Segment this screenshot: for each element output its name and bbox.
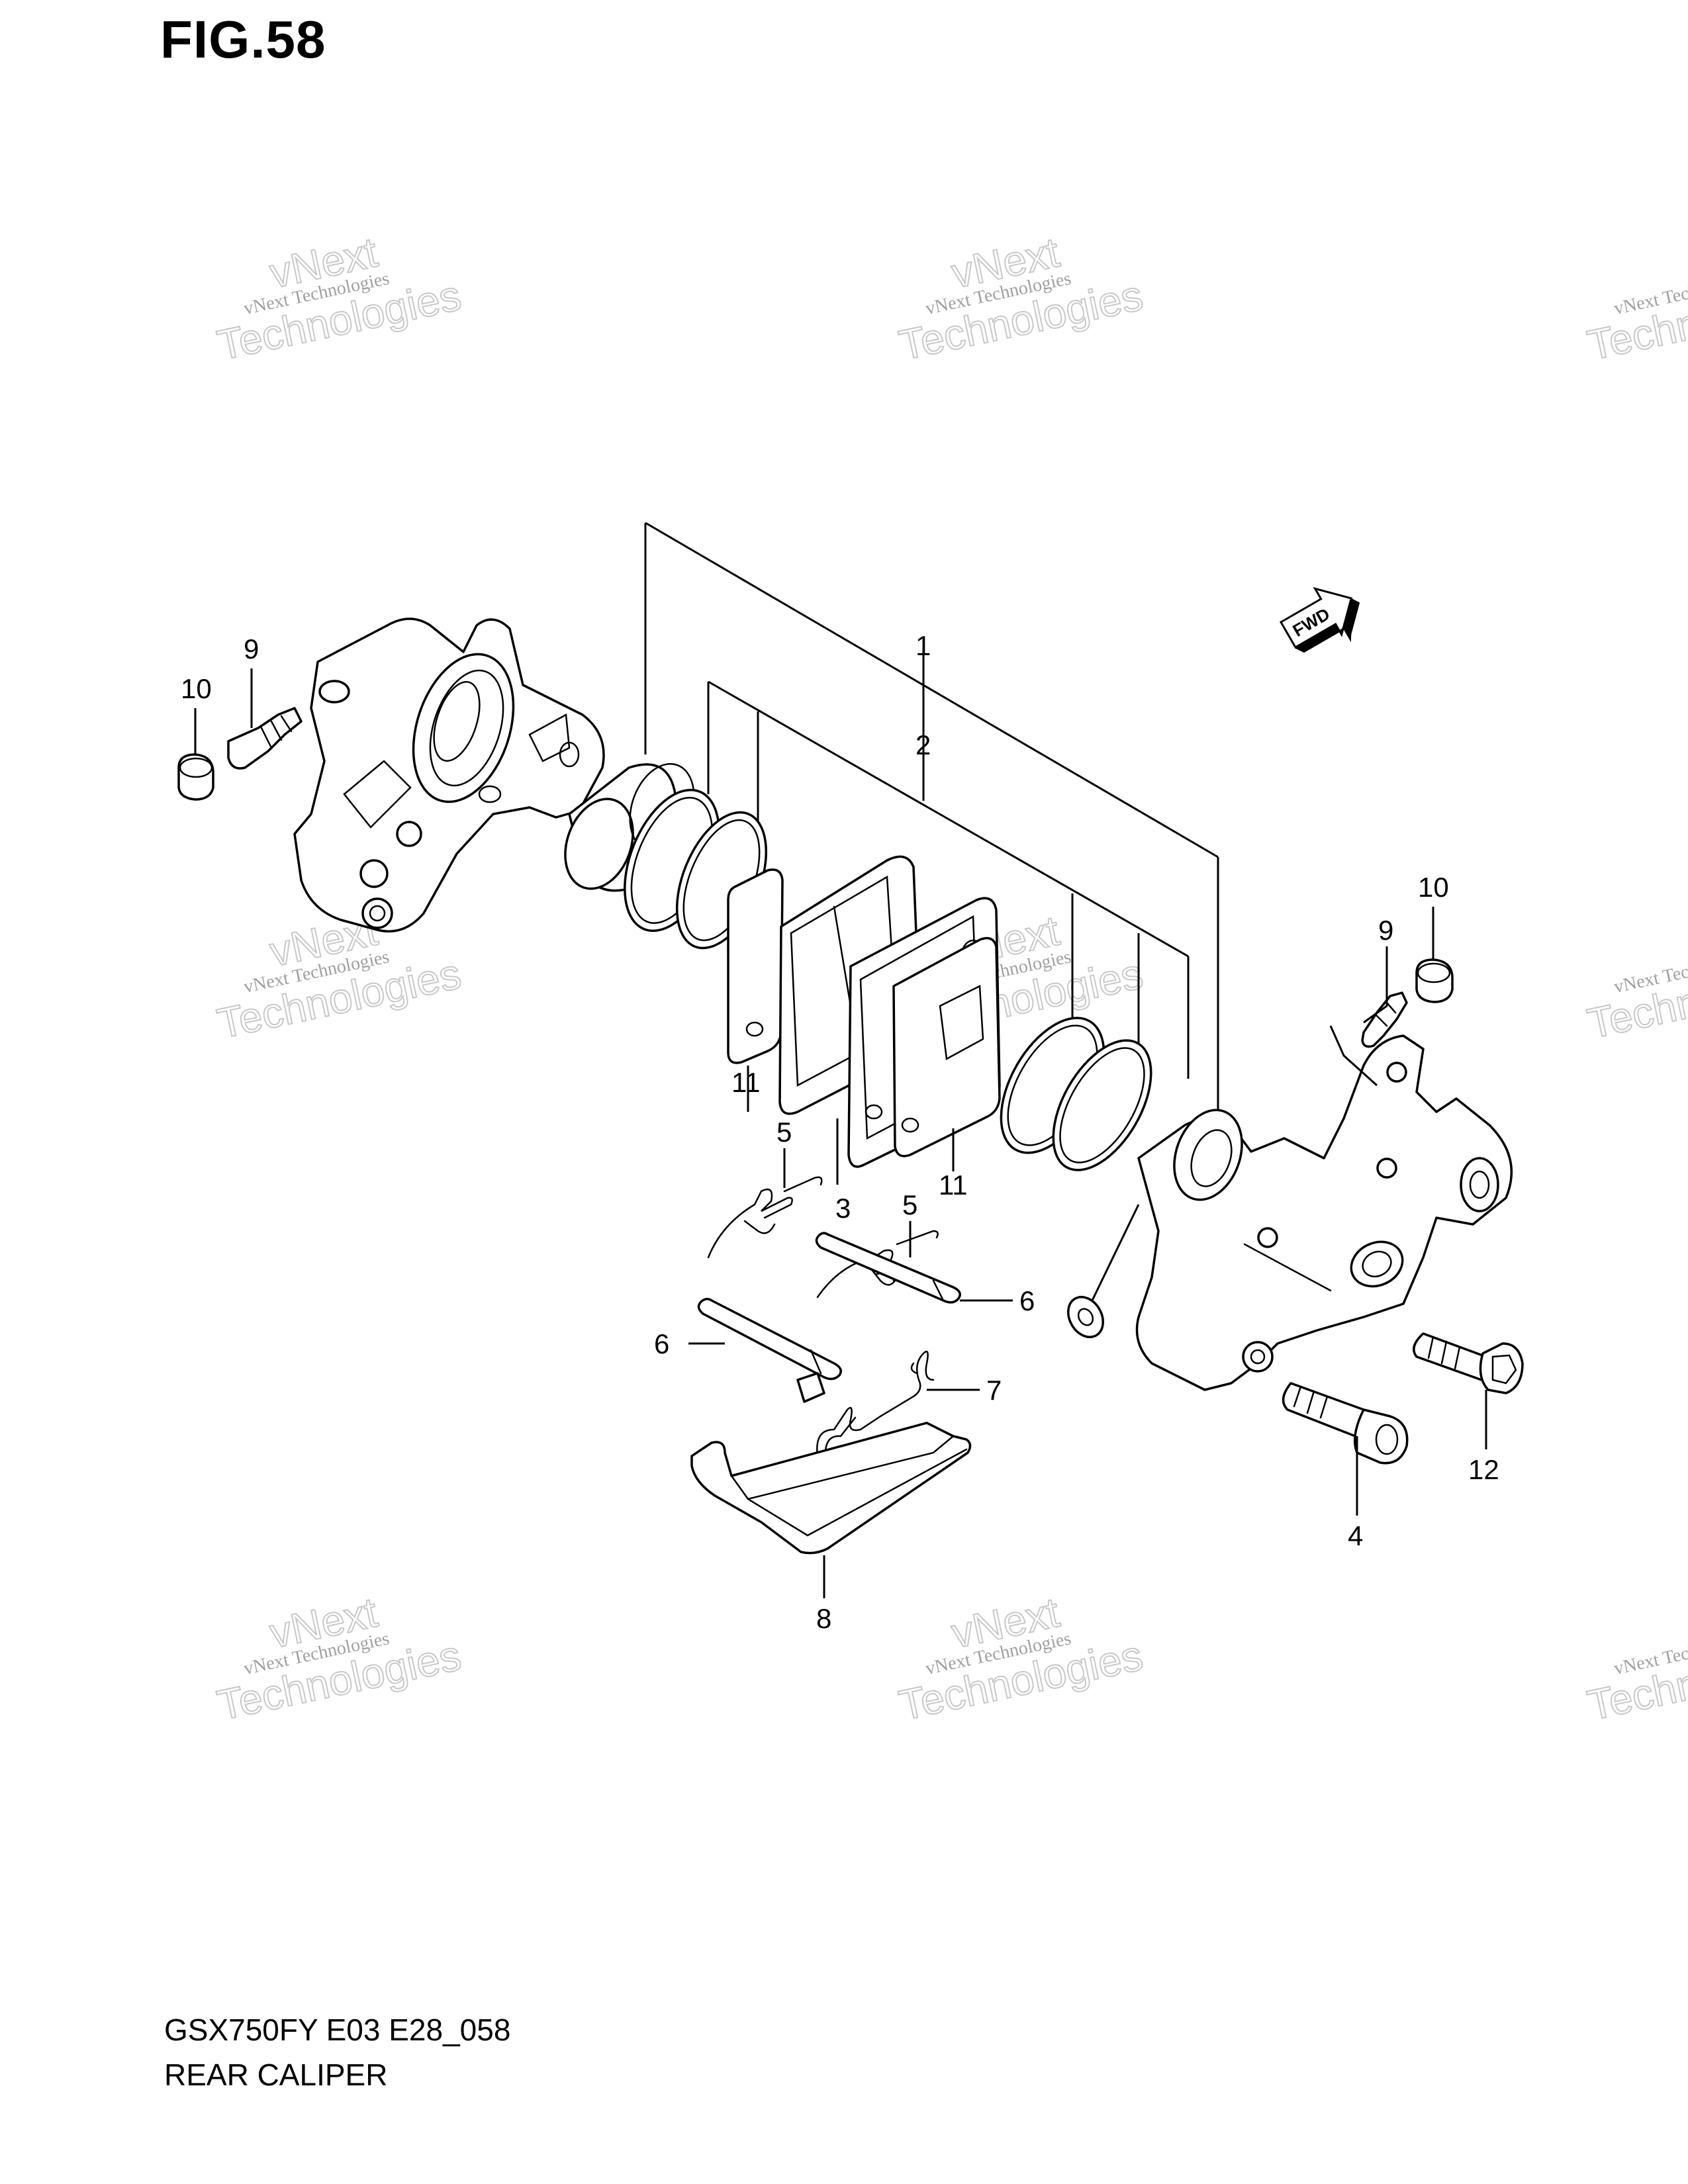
callout-6b: 6 bbox=[654, 1328, 669, 1359]
caliper-bolt-upper bbox=[1413, 1332, 1524, 1394]
watermark-mid-right: vNext Technologies Technologies bbox=[1583, 946, 1688, 1048]
caliper-cover bbox=[690, 1422, 972, 1555]
pad-shim-right bbox=[892, 936, 1001, 1158]
bleeder-cap-left bbox=[177, 753, 214, 801]
callout-4: 4 bbox=[1348, 1520, 1363, 1551]
callout-labels: 1 2 3 4 5 5 6 6 7 8 9 9 10 10 11 11 12 bbox=[181, 630, 1499, 1634]
figure-title: FIG.58 bbox=[160, 10, 326, 69]
watermark-top-center: vNext Technologies vNext Technologies bbox=[894, 228, 1147, 370]
figure-name: REAR CALIPER bbox=[164, 2058, 388, 2092]
callout-9b: 9 bbox=[1378, 915, 1393, 946]
callout-5a: 5 bbox=[776, 1116, 792, 1148]
pad-pin-lower bbox=[697, 1298, 842, 1381]
callout-1: 1 bbox=[915, 630, 931, 661]
piston-seals-right bbox=[1000, 1017, 1152, 1171]
leader-lines bbox=[194, 662, 1487, 1598]
callout-10b: 10 bbox=[1418, 872, 1449, 903]
washer bbox=[1067, 1296, 1104, 1338]
callout-7: 7 bbox=[986, 1375, 1002, 1406]
callout-12: 12 bbox=[1468, 1454, 1499, 1485]
model-code: GSX750FY E03 E28_058 bbox=[164, 2013, 511, 2047]
callout-9a: 9 bbox=[244, 633, 259, 664]
watermark-bottom-center: vNext Technologies vNext Technologies bbox=[894, 1588, 1147, 1730]
callout-2: 2 bbox=[915, 729, 931, 760]
watermark-top-right: vNext Technologies Technologies bbox=[1583, 268, 1688, 370]
callout-10a: 10 bbox=[181, 673, 212, 704]
bleeder-cap-right bbox=[1415, 958, 1454, 1003]
watermark-bottom-left: vNext Technologies vNext Technologies bbox=[212, 1588, 465, 1730]
callout-11a: 11 bbox=[731, 1067, 761, 1098]
caliper-body-outer bbox=[1135, 1034, 1513, 1391]
caliper-bolt-lower bbox=[1282, 1382, 1409, 1465]
bleeder-valve-left bbox=[227, 707, 303, 770]
pad-pin-upper bbox=[815, 1232, 961, 1304]
callout-11b: 11 bbox=[939, 1169, 968, 1201]
callout-5b: 5 bbox=[902, 1189, 917, 1220]
callout-6a: 6 bbox=[1019, 1285, 1035, 1316]
watermark-bottom-right: vNext Technologies Technologies bbox=[1583, 1628, 1688, 1730]
pad-spring-a bbox=[707, 1176, 823, 1259]
watermark-top-left: vNext Technologies vNext Technologies bbox=[212, 228, 465, 370]
caliper-body-inner bbox=[293, 617, 605, 933]
fwd-arrow-icon: FWD bbox=[1279, 587, 1360, 653]
pad-shim-left bbox=[727, 868, 784, 1064]
callout-3: 3 bbox=[835, 1193, 851, 1224]
bleeder-valve-right bbox=[1361, 991, 1408, 1048]
callout-8: 8 bbox=[816, 1603, 831, 1634]
